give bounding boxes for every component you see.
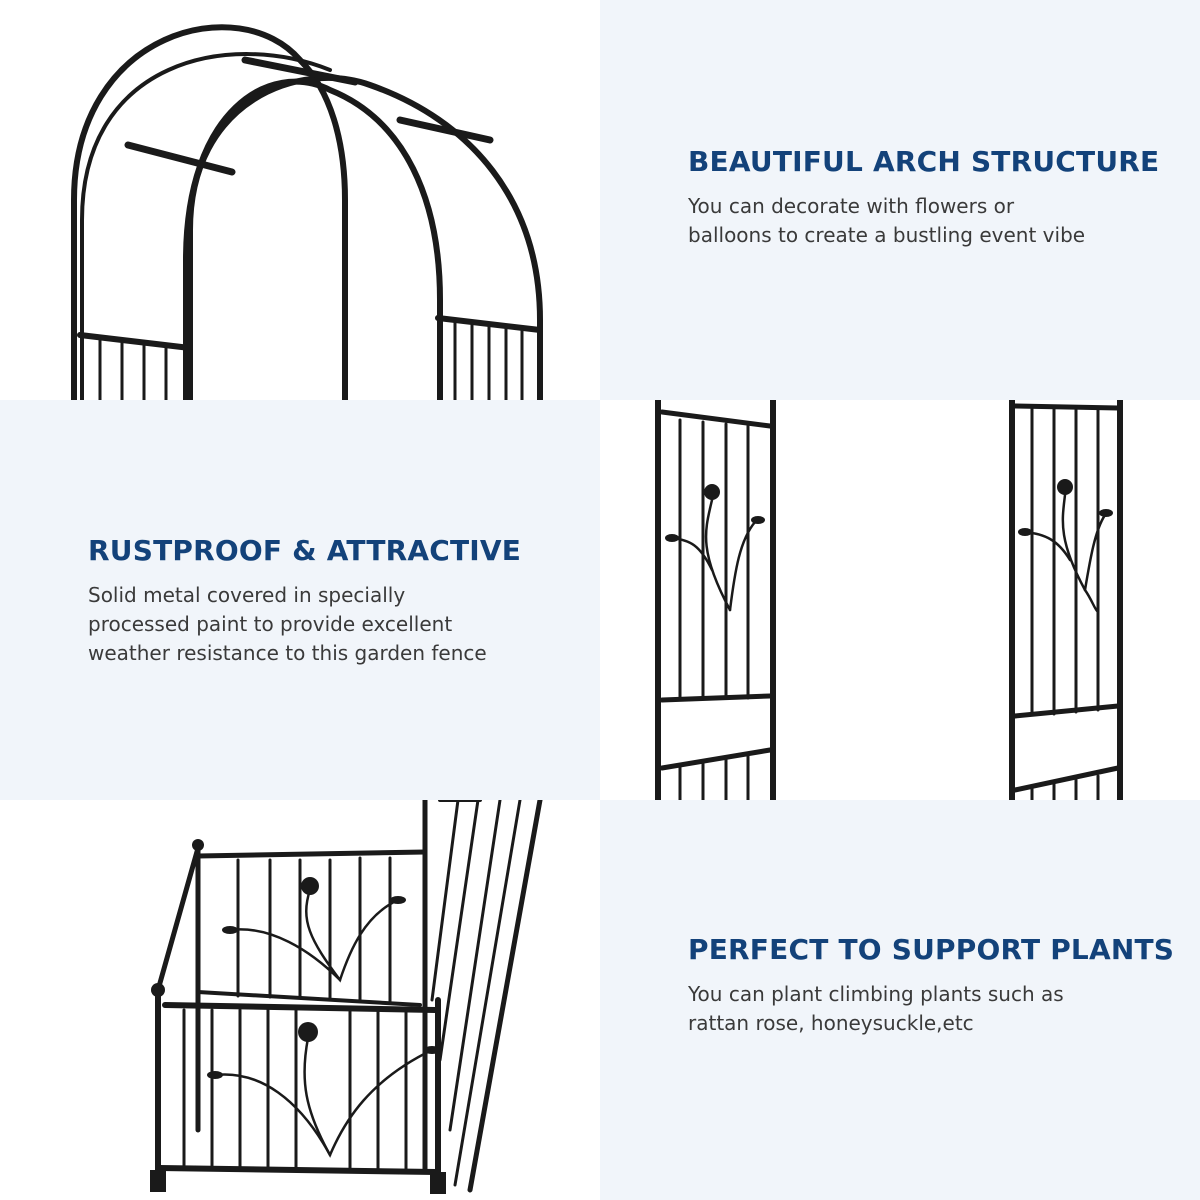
feature-block-rustproof: RUSTPROOF & ATTRACTIVE Solid metal cover… bbox=[88, 534, 558, 668]
side-panels-photo bbox=[600, 400, 1200, 800]
base-planter-illustration bbox=[150, 800, 543, 1194]
feature-block-plants: PERFECT TO SUPPORT PLANTS You can plant … bbox=[688, 933, 1175, 1038]
arch-top-photo bbox=[0, 0, 600, 400]
description-line: weather resistance to this garden fence bbox=[88, 641, 487, 665]
description-line: You can plant climbing plants such as bbox=[688, 982, 1064, 1006]
side-panels-illustration bbox=[655, 400, 1123, 800]
description-line: balloons to create a bustling event vibe bbox=[688, 223, 1086, 247]
feature-block-arch: BEAUTIFUL ARCH STRUCTURE You can decorat… bbox=[688, 145, 1160, 250]
description-line: rattan rose, honeysuckle,etc bbox=[688, 1011, 974, 1035]
feature-title: BEAUTIFUL ARCH STRUCTURE bbox=[688, 145, 1160, 178]
description-line: You can decorate with flowers or bbox=[688, 194, 1015, 218]
description-line: processed paint to provide excellent bbox=[88, 612, 453, 636]
feature-panel-rustproof: RUSTPROOF & ATTRACTIVE Solid metal cover… bbox=[0, 400, 600, 800]
feature-panel-arch: BEAUTIFUL ARCH STRUCTURE You can decorat… bbox=[600, 0, 1200, 400]
feature-description: Solid metal covered in specially process… bbox=[88, 581, 558, 668]
description-line: Solid metal covered in specially bbox=[88, 583, 406, 607]
feature-description: You can decorate with flowers or balloon… bbox=[688, 192, 1158, 250]
arch-illustration bbox=[71, 24, 543, 400]
feature-title: RUSTPROOF & ATTRACTIVE bbox=[88, 534, 522, 567]
feature-description: You can plant climbing plants such as ra… bbox=[688, 980, 1158, 1038]
feature-panel-plants: PERFECT TO SUPPORT PLANTS You can plant … bbox=[600, 800, 1200, 1200]
feature-title: PERFECT TO SUPPORT PLANTS bbox=[688, 933, 1175, 966]
base-planter-photo bbox=[0, 800, 600, 1200]
